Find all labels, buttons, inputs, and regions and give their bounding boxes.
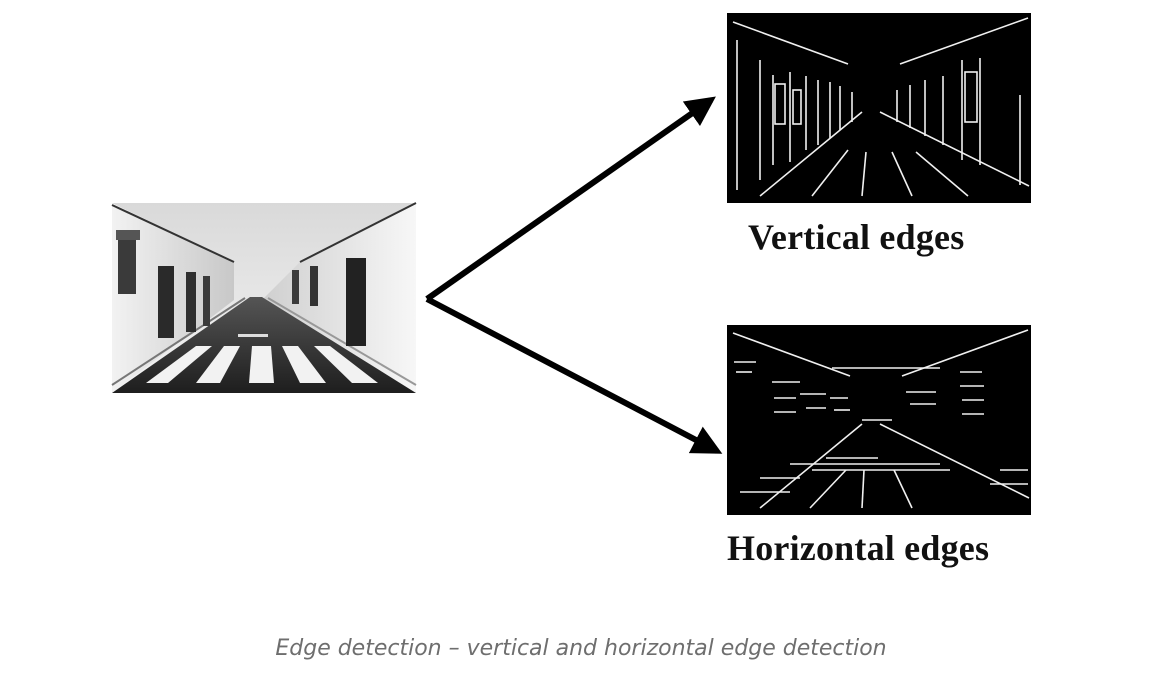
horizontal-edges-label: Horizontal edges [727, 528, 990, 568]
arrow-to-horizontal [425, 296, 723, 454]
street-photo [111, 202, 417, 393]
vertical-edges-label: Vertical edges [748, 217, 965, 257]
figure-caption: Edge detection – vertical and horizontal… [275, 636, 887, 661]
vertical-edges-image [727, 13, 1031, 203]
arrow-to-vertical [425, 96, 716, 302]
horizontal-edges-image [727, 325, 1031, 515]
